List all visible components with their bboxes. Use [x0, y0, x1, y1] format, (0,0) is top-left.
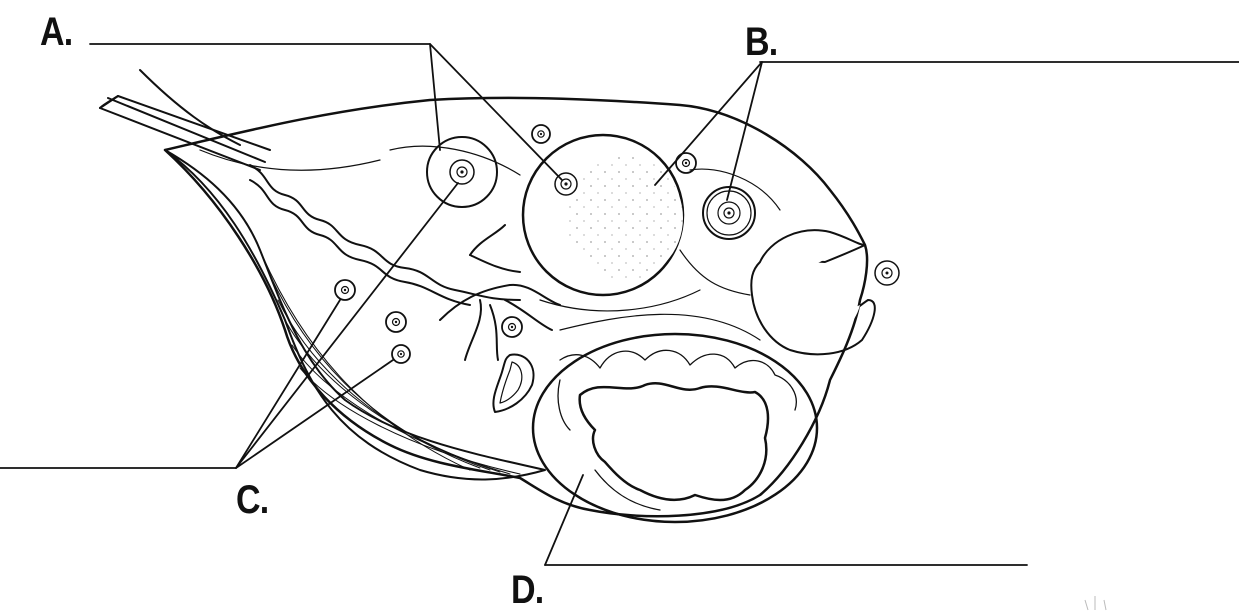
antral-follicle: [523, 135, 683, 295]
ruptured-follicle: [751, 230, 899, 354]
label-b: B.: [745, 22, 777, 62]
primordial-follicle: [335, 280, 355, 300]
label-c: C.: [236, 480, 268, 520]
label-a: A.: [40, 12, 72, 52]
corpus-albicans: [493, 355, 533, 412]
label-d: D.: [511, 570, 543, 610]
primordial-follicle: [392, 345, 410, 363]
primordial-follicle: [502, 317, 522, 337]
growing-follicle: [427, 137, 497, 207]
ovarian-ligament: [100, 70, 270, 170]
primordial-follicle: [676, 153, 696, 173]
faint-marks: [1085, 596, 1106, 610]
leader-lines: [0, 44, 1239, 565]
primordial-follicle: [386, 312, 406, 332]
primordial-follicle: [532, 125, 550, 143]
leader-line-a: [90, 44, 440, 150]
